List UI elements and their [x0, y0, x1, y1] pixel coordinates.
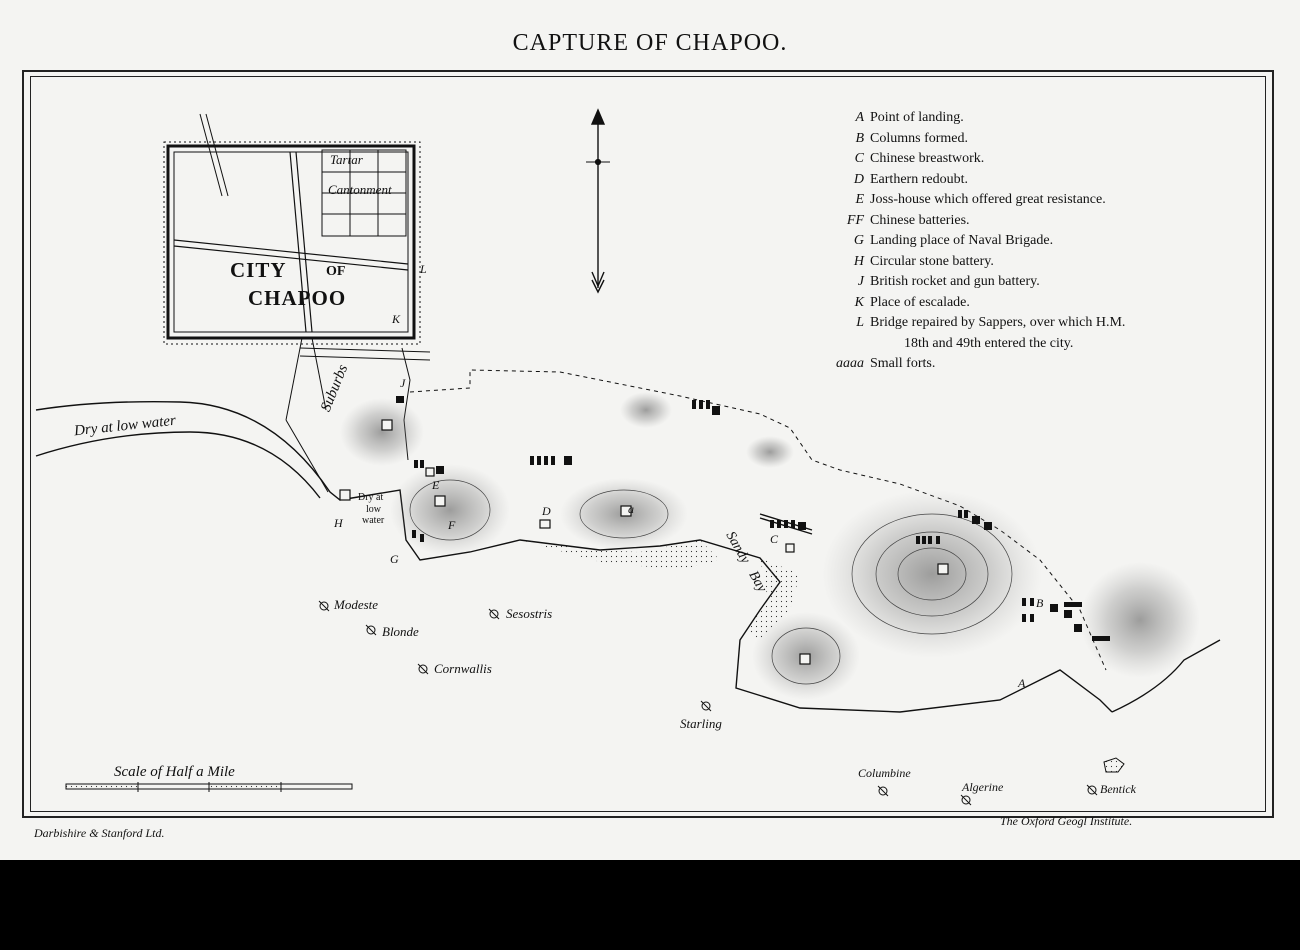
ship-sesostris: Sesostris — [506, 606, 553, 621]
legend-row: D Earthern redoubt. — [828, 170, 1264, 191]
map-title: CAPTURE OF CHAPOO. — [512, 30, 788, 56]
breastwork — [759, 513, 813, 535]
map-frame-outer — [22, 70, 1274, 818]
dry-small-line3: water — [362, 515, 385, 526]
map-drawing — [35, 108, 1221, 806]
legend-text: Earthern redoubt. — [870, 171, 968, 187]
legend-key: L — [856, 315, 864, 330]
legend-key: H — [853, 253, 864, 269]
legend-key: E — [855, 192, 864, 207]
city-label-line1: CITY — [230, 258, 287, 283]
legend-text: 18th and 49th entered the city. — [904, 335, 1074, 351]
scale-bar — [65, 782, 353, 792]
ship-columbine: Columbine — [858, 766, 911, 780]
map-letter-a: A — [1018, 676, 1026, 690]
credit-right: The Oxford Geogl Institute. — [1000, 814, 1133, 828]
scale-label: Scale of Half a Mile — [114, 764, 235, 780]
bottom-band — [0, 860, 1300, 950]
legend-key: C — [854, 151, 864, 166]
legend-text: Joss-house which offered great resistanc… — [870, 192, 1106, 207]
legend-row: K Place of escalade. — [828, 293, 1264, 314]
map-letter-small-a: a — [628, 502, 634, 516]
legend-row: FF Chinese batteries. — [828, 211, 1264, 232]
legend-row: C Chinese breastwork. — [828, 149, 1264, 170]
map-sheet: CAPTURE OF CHAPOO. — [0, 0, 1300, 860]
ship-starling: Starling — [680, 716, 722, 731]
legend-key: K — [854, 294, 864, 310]
legend-key: G — [853, 233, 864, 248]
city-wall — [163, 113, 421, 345]
map-letter-l: L — [420, 262, 427, 276]
legend-text: Point of landing. — [870, 110, 964, 125]
legend-row: H Circular stone battery. — [828, 252, 1264, 273]
legend-text: Columns formed. — [870, 130, 968, 146]
legend-row: J British rocket and gun battery. — [828, 272, 1264, 293]
legend-row: A Point of landing. — [828, 108, 1264, 129]
tartar-label: Tartar — [330, 152, 363, 167]
ship-modeste: Modeste — [334, 597, 379, 612]
small-forts — [339, 419, 949, 665]
legend-row: 18th and 49th entered the city. — [828, 334, 1264, 355]
legend-key: A — [855, 110, 864, 125]
legend-key: J — [857, 274, 864, 289]
cantonment-label: Cantonment — [328, 182, 392, 197]
legend-text: Small forts. — [870, 356, 936, 371]
legend-row: L Bridge repaired by Sappers, over which … — [828, 313, 1264, 334]
legend-text: Chinese batteries. — [870, 212, 970, 228]
dry-small-line2: low — [366, 504, 381, 515]
chapoo-word: CHAPOO — [248, 286, 347, 310]
ship-icon — [318, 600, 1125, 806]
city-word: CITY — [230, 258, 287, 282]
legend-key: FF — [846, 212, 864, 228]
legend-row: B Columns formed. — [828, 129, 1264, 150]
legend-text: Landing place of Naval Brigade. — [870, 233, 1054, 248]
credit-left: Darbishire & Stanford Ltd. — [34, 826, 165, 840]
map-letter-j: J — [400, 376, 406, 390]
ship-algerine: Algerine — [962, 780, 1004, 794]
map-letter-f: F — [448, 518, 456, 532]
city-label-line2: CHAPOO — [248, 286, 346, 311]
legend-text: Bridge repaired by Sappers, over which H… — [870, 315, 1126, 330]
beach-stipple — [520, 540, 800, 640]
legend-key — [828, 334, 870, 355]
legend-key: B — [855, 130, 864, 146]
map-letter-h: H — [334, 516, 343, 530]
legend: A Point of landing. B Columns formed. C Chine… — [828, 108, 1264, 375]
legend-text: Place of escalade. — [870, 294, 970, 310]
legend-text: British rocket and gun battery. — [870, 274, 1040, 289]
north-arrow-icon — [586, 108, 610, 294]
dry-small-line1: Dry at — [358, 492, 384, 503]
map-letter-k: K — [392, 312, 401, 326]
legend-row: E Joss-house which offered great resistan… — [828, 190, 1264, 211]
map-frame-inner — [30, 76, 1266, 812]
ship-blonde: Blonde — [382, 624, 419, 639]
ship-bentick: Bentick — [1100, 782, 1136, 796]
of-label: OF — [326, 264, 346, 279]
map-letter-d: D — [542, 504, 551, 518]
map-letter-c: C — [770, 532, 779, 546]
map-letter-b: B — [1036, 596, 1044, 610]
legend-text: Circular stone battery. — [870, 253, 994, 269]
legend-text: Chinese breastwork. — [870, 151, 985, 166]
legend-row: G Landing place of Naval Brigade. — [828, 231, 1264, 252]
ship-cornwallis: Cornwallis — [434, 661, 492, 676]
map-letter-e: E — [432, 478, 440, 492]
map-letter-g: G — [390, 552, 399, 566]
legend-key: D — [853, 171, 864, 187]
legend-key: aaaa — [836, 356, 864, 371]
hills — [340, 392, 1200, 700]
legend-row: aaaa Small forts. — [828, 354, 1264, 375]
